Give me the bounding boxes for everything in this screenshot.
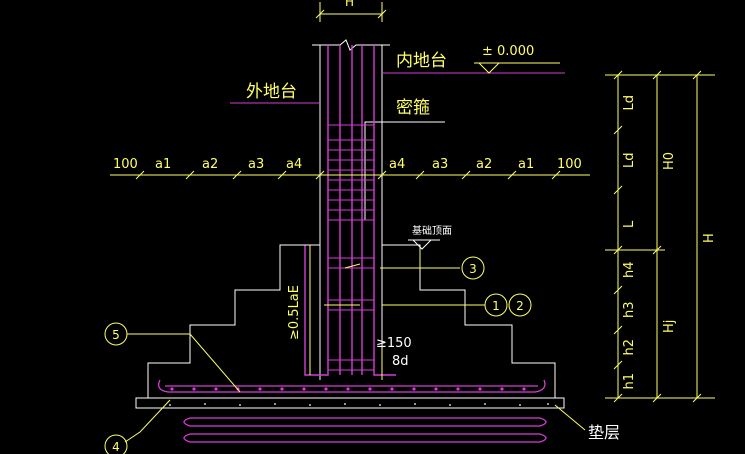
right-dim-label: a3 xyxy=(432,157,448,172)
v-tick xyxy=(613,185,623,195)
dim-tick xyxy=(315,170,325,180)
left-dim-label: a2 xyxy=(202,157,218,172)
callout-5: 5 xyxy=(104,322,128,346)
mesh-dot xyxy=(214,387,218,391)
mesh-dots xyxy=(170,387,526,391)
left-dim-label: a3 xyxy=(248,157,264,172)
eight-d-label: 8d xyxy=(392,354,409,369)
dim-tick xyxy=(277,170,287,180)
v-tick xyxy=(652,70,662,80)
v-tick xyxy=(613,325,623,335)
elevation-marker xyxy=(474,62,560,74)
mesh-dot xyxy=(368,387,372,391)
v-segment-label: h2 xyxy=(622,339,637,356)
callout-1-label: 1 xyxy=(492,299,500,313)
v-group-label: Hj xyxy=(662,320,677,333)
mesh-dot xyxy=(170,387,174,391)
bottom-mesh xyxy=(157,379,547,443)
stirrup-leader xyxy=(364,121,445,220)
v-tick xyxy=(613,393,623,403)
bedding-label: 垫层 xyxy=(588,423,620,442)
dim-tick xyxy=(551,170,561,180)
outer-ground-label: 外地台 xyxy=(246,82,297,102)
right-vertical-dims xyxy=(605,74,715,399)
v-segment-label: h4 xyxy=(622,261,637,278)
dim-tick xyxy=(507,170,517,180)
mesh-dot xyxy=(412,387,416,391)
foundation-top-label: 基础顶面 xyxy=(412,224,452,237)
v-segment-label: h3 xyxy=(622,301,637,318)
left-dim-labels: 100 a1 a2 a3 a4 xyxy=(113,157,302,172)
v-tick xyxy=(692,70,702,80)
v-segment-label: h1 xyxy=(622,373,637,390)
v-tick xyxy=(692,393,702,403)
anchor-length-label: ≥0.5LaE xyxy=(287,285,302,340)
callout-2-label: 2 xyxy=(516,299,524,313)
callout-leaders xyxy=(124,249,586,443)
callout-5-label: 5 xyxy=(112,328,120,342)
stepped-foundation xyxy=(135,244,565,409)
inner-ground-label: 内地台 xyxy=(396,51,447,71)
callout-4-label: 4 xyxy=(112,440,120,454)
stirrup-lines xyxy=(328,124,374,371)
v-total-label: H xyxy=(702,233,717,243)
horizontal-dim-ticks xyxy=(135,170,561,180)
vertical-dim-ticks xyxy=(613,70,702,403)
v-segment-label: L xyxy=(622,220,637,228)
mesh-dot xyxy=(434,387,438,391)
v-group-label: H0 xyxy=(662,152,677,170)
v-tick xyxy=(613,70,623,80)
right-dim-label: a4 xyxy=(389,157,405,172)
stirrup-dense-label: 密箍 xyxy=(396,98,430,118)
top-width-dimension xyxy=(315,2,387,22)
dim-tick xyxy=(377,170,387,180)
mesh-dot xyxy=(346,387,350,391)
right-dim-label: a2 xyxy=(476,157,492,172)
mesh-dot xyxy=(192,387,196,391)
v-tick xyxy=(613,125,623,135)
mesh-dot xyxy=(390,387,394,391)
foundation-top-marker xyxy=(408,239,440,250)
callout-3-label: 3 xyxy=(469,262,477,276)
mesh-dot xyxy=(280,387,284,391)
left-dim-label: a4 xyxy=(286,157,302,172)
right-dim-label: 100 xyxy=(557,157,582,172)
v-tick xyxy=(652,245,662,255)
dim-tick xyxy=(232,170,242,180)
v-tick xyxy=(652,393,662,403)
callout-3: 3 xyxy=(461,256,485,280)
right-dim-label: a1 xyxy=(518,157,534,172)
left-dim-label: 100 xyxy=(113,157,138,172)
callout-1: 1 xyxy=(484,293,508,317)
v-tick xyxy=(613,285,623,295)
mesh-dot xyxy=(478,387,482,391)
dim-tick xyxy=(415,170,425,180)
right-dim-labels: a4 a3 a2 a1 100 xyxy=(389,157,582,172)
v-tick xyxy=(613,360,623,370)
bedding-texture xyxy=(169,403,549,406)
mesh-dot xyxy=(456,387,460,391)
dim-tick xyxy=(185,170,195,180)
dim-tick xyxy=(135,170,145,180)
callout-2: 2 xyxy=(508,293,532,317)
top-width-label: H xyxy=(345,0,354,9)
left-dim-label: a1 xyxy=(155,157,171,172)
v-segment-label: Ld xyxy=(622,95,637,111)
v-tick xyxy=(613,245,623,255)
mesh-dot xyxy=(258,387,262,391)
mesh-dot xyxy=(324,387,328,391)
elevation-label: ± 0.000 xyxy=(482,44,534,59)
mesh-dot xyxy=(522,387,526,391)
callout-4: 4 xyxy=(104,434,128,454)
dim-tick xyxy=(461,170,471,180)
min-150-label: ≥150 xyxy=(376,336,412,351)
mesh-dot xyxy=(500,387,504,391)
mesh-dot xyxy=(302,387,306,391)
v-segment-label: Ld xyxy=(622,153,637,169)
